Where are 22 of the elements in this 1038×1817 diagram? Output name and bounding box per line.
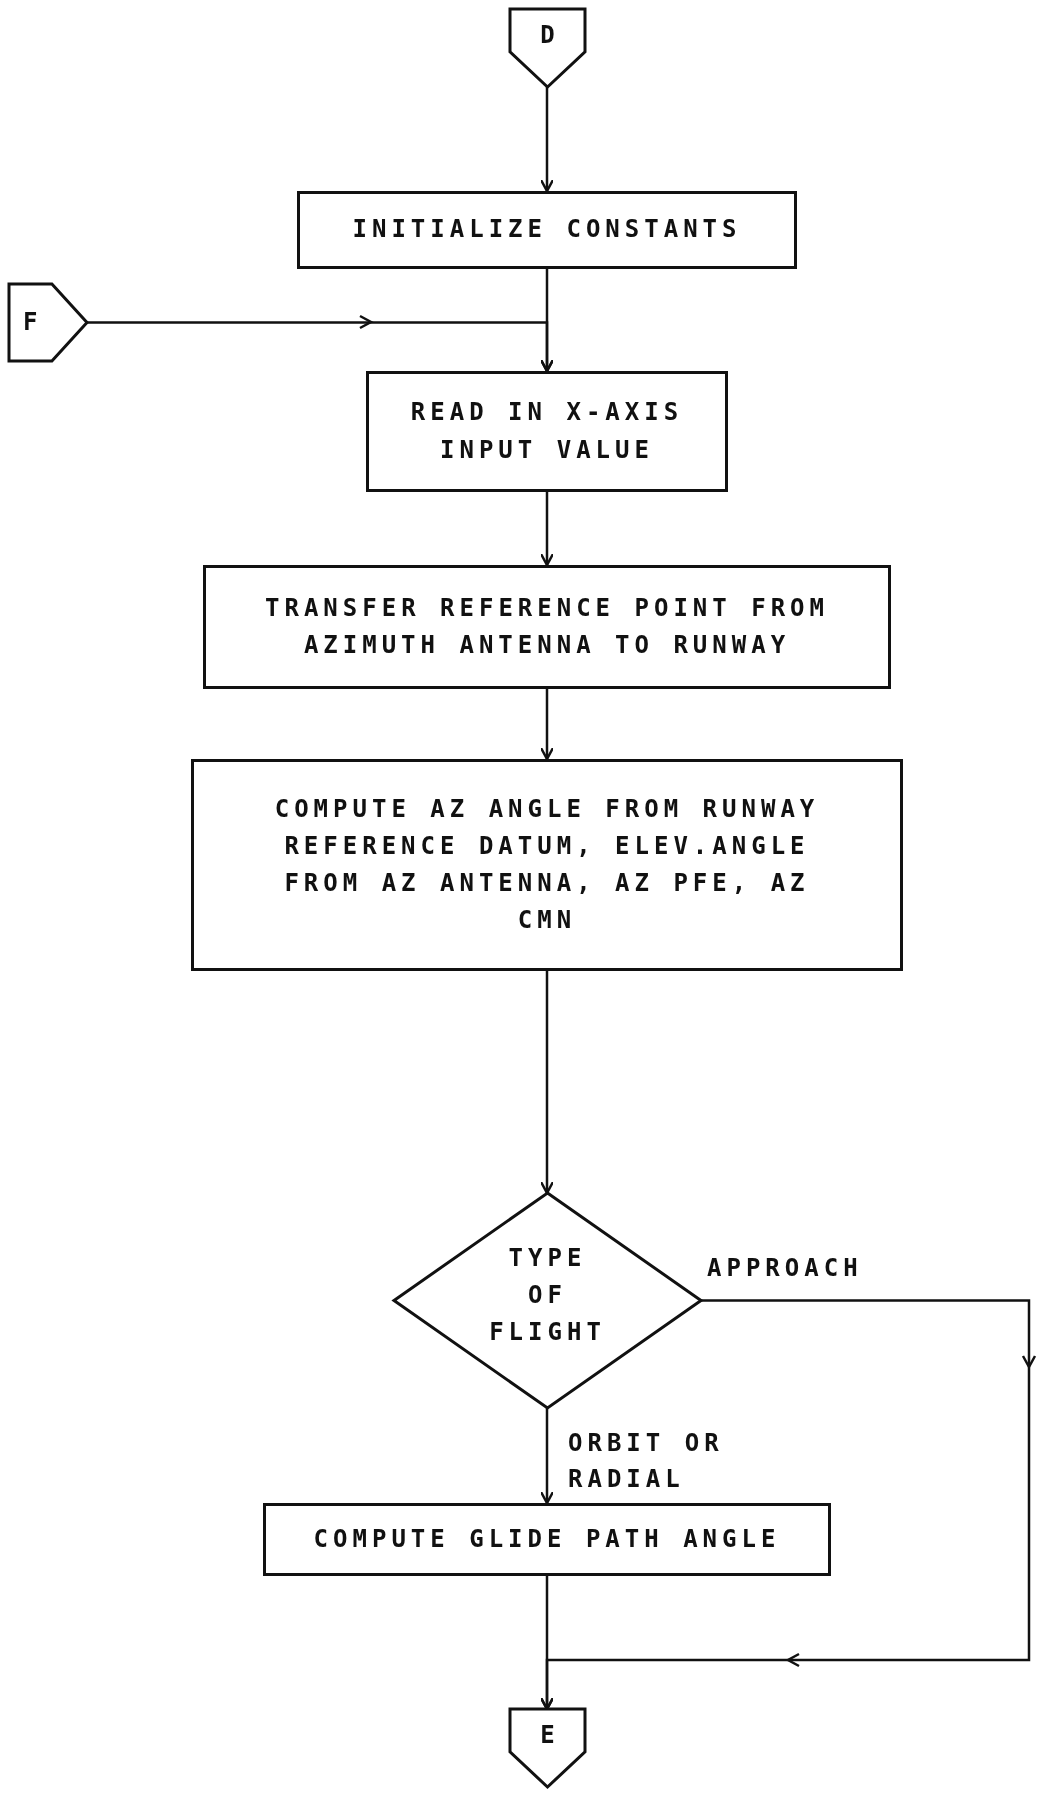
process-text: INITIALIZE CONSTANTS	[351, 214, 743, 246]
decision-text: TYPE OF FLIGHT	[488, 1242, 607, 1349]
process-text: TRANSFER REFERENCE POINT FROM AZIMUTH ANTENNA TO RUNWAY	[264, 592, 830, 661]
arrow	[539, 971, 555, 1195]
arrow	[539, 492, 555, 567]
process-box	[263, 1503, 831, 1576]
arrow	[87, 314, 555, 373]
connector-letter: F	[23, 306, 38, 338]
process-box	[297, 191, 797, 269]
edge-label: APPROACH	[707, 1253, 863, 1284]
arrow	[539, 87, 555, 193]
process-box	[203, 565, 891, 689]
process-text: COMPUTE AZ ANGLE FROM RUNWAY REFERENCE DATUM, ELEV.ANGLE FROM AZ ANTENNA, AZ PFE, AZ CMN	[273, 793, 821, 937]
connector-letter: E	[540, 1720, 555, 1751]
connector-letter: D	[540, 20, 555, 51]
arrow	[539, 689, 555, 761]
arrow	[539, 1408, 555, 1505]
process-text: READ IN X-AXIS INPUT VALUE	[409, 397, 685, 466]
process-text: COMPUTE GLIDE PATH ANGLE	[312, 1523, 782, 1555]
edge-label: ORBIT OR RADIAL	[568, 1428, 725, 1495]
process-box	[191, 759, 903, 971]
process-box	[366, 371, 728, 492]
